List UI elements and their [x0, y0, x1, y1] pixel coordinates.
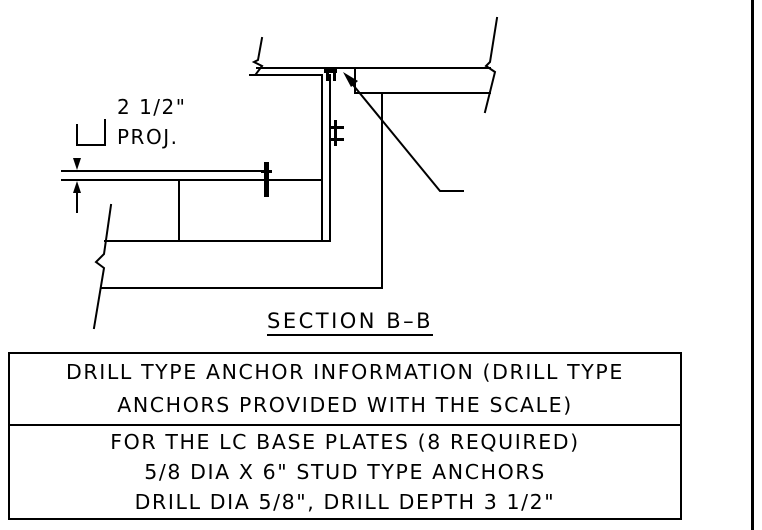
base-plate [104, 179, 331, 242]
table-body-line-1: FOR THE LC BASE PLATES (8 REQUIRED) [110, 430, 580, 454]
table-header-line-1: DRILL TYPE ANCHOR INFORMATION (DRILL TYP… [66, 360, 624, 384]
section-title: SECTION B–B [266, 309, 434, 336]
dimension-arrow-top [73, 158, 81, 170]
table-header-line-2: ANCHORS PROVIDED WITH THE SCALE) [117, 393, 573, 417]
dimension-arrow-bottom [73, 181, 81, 193]
break-line-lower-left [92, 203, 113, 330]
break-line-top-left [251, 36, 264, 76]
table-body-line-3: DRILL DIA 5/8", DRILL DEPTH 3 1/2" [134, 490, 556, 514]
section-title-text: SECTION B–B [266, 309, 434, 336]
anchor-bolt-top [324, 69, 337, 81]
dimension-value: 2 1/2" [117, 95, 186, 119]
anchor-info-table: DRILL TYPE ANCHOR INFORMATION (DRILL TYP… [8, 352, 682, 520]
leader-line [347, 78, 464, 192]
table-divider [10, 424, 680, 426]
leader-arrowhead [343, 72, 358, 87]
anchor-bolt-wall [331, 120, 344, 146]
upper-deck-slab [249, 67, 491, 94]
break-line-top-right [483, 16, 499, 114]
projection-dimension-lines [61, 119, 264, 213]
table-body-line-2: 5/8 DIA X 6" STUD TYPE ANCHORS [144, 460, 546, 484]
dimension-label: PROJ. [117, 125, 178, 149]
sheet-border-line [751, 0, 754, 530]
anchor-bolt-base-plate [261, 162, 272, 197]
pit-outline [100, 92, 383, 289]
